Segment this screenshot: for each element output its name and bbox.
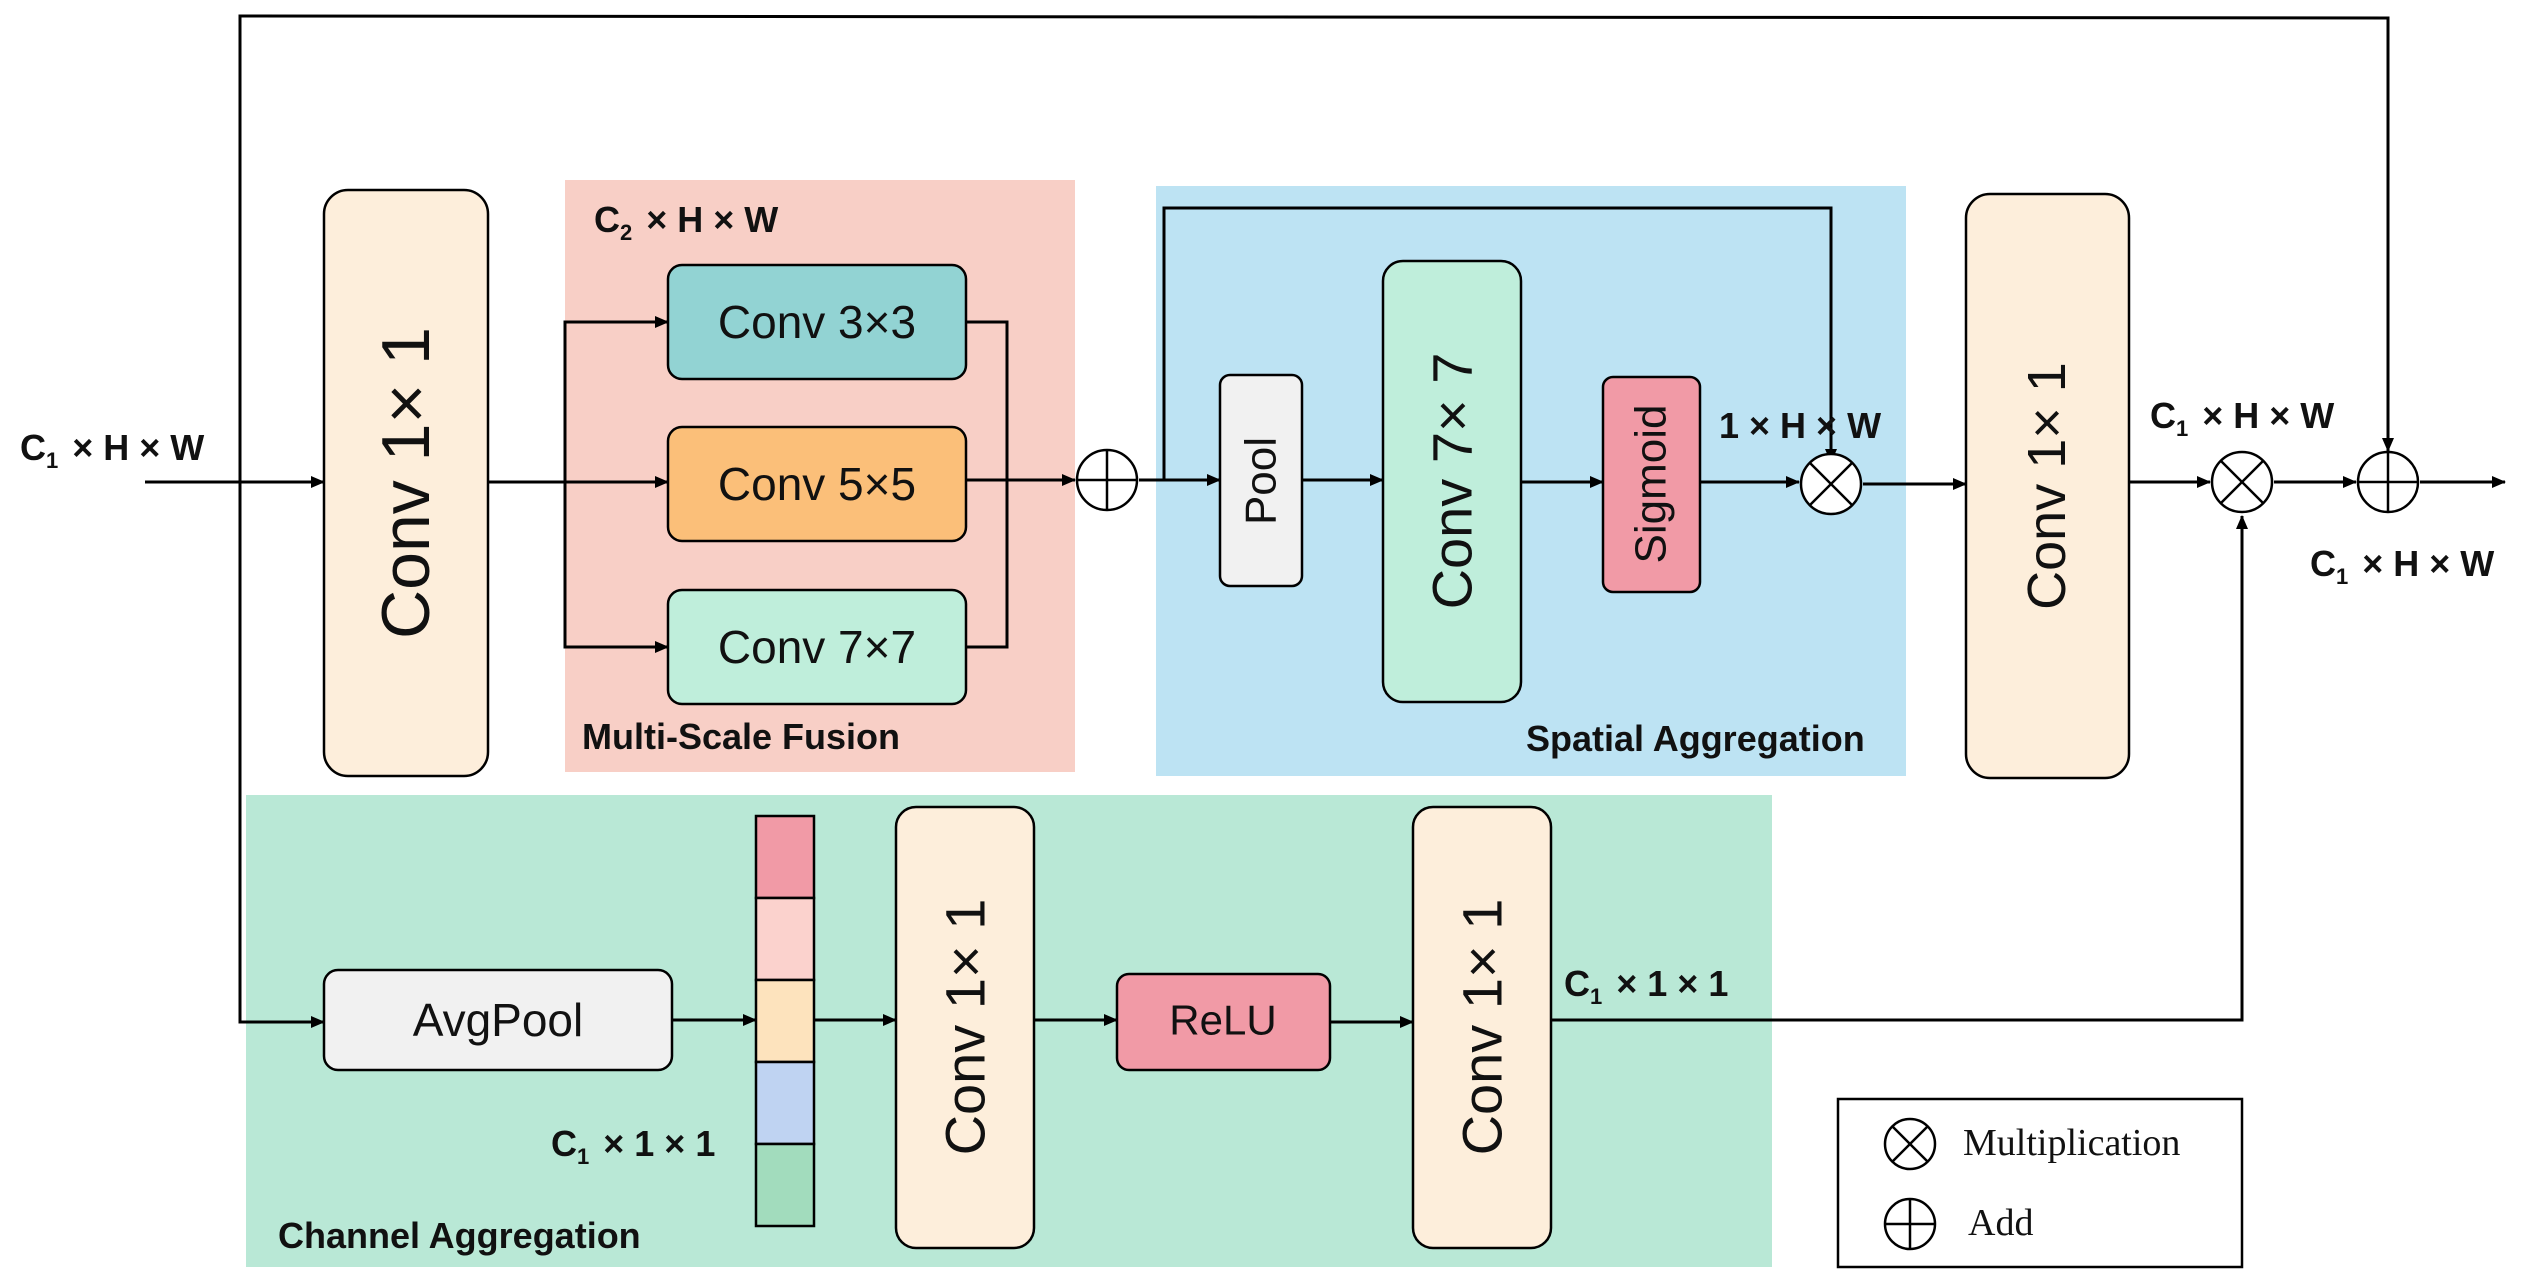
conv-1x1-channel-block-1	[894, 805, 1036, 1250]
multi-scale-fusion-label: Multi-Scale Fusion	[582, 716, 900, 757]
channel-output-dims-label: C1× 1 × 1	[1564, 963, 1728, 1009]
conv-3x3-label: Conv 3×3	[718, 296, 916, 348]
output-dims-label: C1× H × W	[2310, 543, 2494, 589]
add-operator-icon	[2356, 450, 2420, 514]
connectors	[145, 14, 2506, 1028]
channel-vector-cell	[754, 896, 816, 982]
legend: Multiplication Add	[1836, 1097, 2244, 1269]
conv-5x5-label: Conv 5×5	[718, 458, 916, 510]
avgpool-block	[322, 968, 674, 1072]
legend-multiplication-label: Multiplication	[1963, 1122, 2180, 1164]
conv-5x5-block	[666, 425, 968, 543]
sigmoid-label: Sigmoid	[1627, 405, 1676, 564]
conv-7x7-spatial-block	[1381, 259, 1523, 704]
conv-1x1-input-block	[322, 188, 490, 778]
conv-1x1-channel-label-1: Conv 1× 1	[934, 899, 997, 1156]
channel-vector-cell	[754, 814, 816, 900]
conv-7x7-block	[666, 588, 968, 706]
add-operator-icon	[1075, 448, 1139, 512]
channel-vector-cell	[754, 1142, 816, 1228]
multiplication-legend-icon	[1883, 1117, 1937, 1171]
add-legend-icon	[1883, 1197, 1937, 1251]
channel-vector-cell	[754, 978, 816, 1064]
conv-7x7-spatial-label: Conv 7× 7	[1421, 353, 1484, 610]
pool-block	[1218, 373, 1304, 588]
input-dims-label: C1× H × W	[20, 427, 204, 473]
conv-1x1-output-block	[1964, 192, 2131, 780]
sigmoid-block	[1601, 375, 1702, 594]
multi-scale-dims-label: C2× H × W	[594, 199, 778, 245]
channel-vector	[754, 814, 816, 1228]
after-conv-dims-label: C1× H × W	[2150, 395, 2334, 441]
avgpool-label: AvgPool	[413, 994, 584, 1046]
spatial-map-dims-label: 1 × H × W	[1719, 405, 1881, 446]
channel-aggregation-label: Channel Aggregation	[278, 1215, 641, 1256]
multiply-operator-icon	[1799, 452, 1863, 516]
conv-1x1-channel-label-2: Conv 1× 1	[1451, 899, 1514, 1156]
channel-vector-dims-label: C1× 1 × 1	[551, 1123, 715, 1169]
conv-1x1-channel-block-2	[1411, 805, 1553, 1250]
channel-vector-cell	[754, 1060, 816, 1146]
relu-label: ReLU	[1169, 997, 1276, 1044]
legend-add-label: Add	[1968, 1202, 2033, 1244]
conv-1x1-output-label: Conv 1× 1	[2017, 362, 2077, 610]
conv-7x7-label: Conv 7×7	[718, 621, 916, 673]
conv-3x3-block	[666, 263, 968, 381]
pool-label: Pool	[1237, 437, 1286, 525]
conv-1x1-input-label: Conv 1× 1	[368, 327, 444, 639]
spatial-aggregation-label: Spatial Aggregation	[1526, 718, 1865, 759]
multiply-operator-icon	[2210, 450, 2274, 514]
relu-block	[1115, 972, 1332, 1072]
